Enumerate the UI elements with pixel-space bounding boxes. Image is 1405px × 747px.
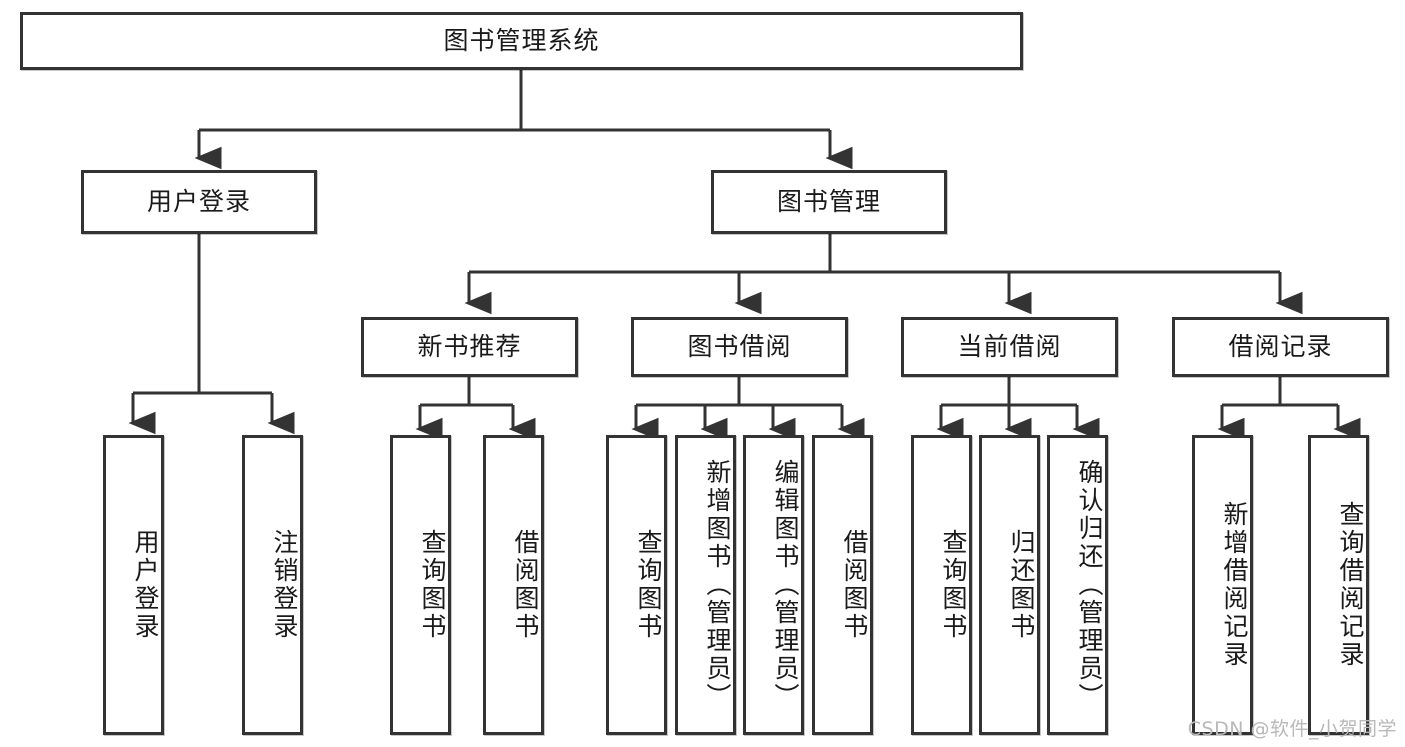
node-label: 借阅图书 xyxy=(840,529,869,641)
leaf-query-book-borrowing[interactable]: 查询图书 xyxy=(606,435,667,735)
node-label: 查询图书 xyxy=(418,529,447,641)
leaf-confirm-return-admin[interactable]: 确认归还（管理员） xyxy=(1047,435,1108,735)
node-label: 查询图书 xyxy=(939,529,968,641)
node-root-book-management-system[interactable]: 图书管理系统 xyxy=(20,12,1023,70)
leaf-query-book-recommendation[interactable]: 查询图书 xyxy=(390,435,451,735)
csdn-watermark: CSDN @软件_小贺同学 xyxy=(1187,718,1397,740)
node-label: 图书管理 xyxy=(776,187,881,216)
node-label: 当前借阅 xyxy=(957,332,1062,361)
node-label: 用户登录 xyxy=(131,529,160,641)
node-label: 新增图书（管理员） xyxy=(703,459,732,711)
node-label: 新书推荐 xyxy=(417,332,522,361)
node-label: 注销登录 xyxy=(270,529,299,641)
leaf-borrow-book[interactable]: 借阅图书 xyxy=(812,435,873,735)
node-user-login[interactable]: 用户登录 xyxy=(81,170,317,234)
node-label: 借阅记录 xyxy=(1228,332,1333,361)
leaf-add-borrow-record[interactable]: 新增借阅记录 xyxy=(1192,435,1253,735)
node-label: 图书管理系统 xyxy=(443,26,600,55)
node-book-management[interactable]: 图书管理 xyxy=(711,170,947,234)
node-label: 查询图书 xyxy=(634,529,663,641)
leaf-query-book-current[interactable]: 查询图书 xyxy=(911,435,972,735)
node-label: 图书借阅 xyxy=(687,332,792,361)
node-borrowing-records[interactable]: 借阅记录 xyxy=(1172,317,1389,377)
node-label: 新增借阅记录 xyxy=(1220,501,1249,669)
node-current-borrowing[interactable]: 当前借阅 xyxy=(901,317,1118,377)
node-label: 查询借阅记录 xyxy=(1336,501,1365,669)
node-label: 用户登录 xyxy=(146,187,251,216)
node-label: 编辑图书（管理员） xyxy=(771,459,800,711)
node-new-book-recommendation[interactable]: 新书推荐 xyxy=(361,317,578,377)
leaf-user-login[interactable]: 用户登录 xyxy=(103,435,164,735)
leaf-query-borrow-record[interactable]: 查询借阅记录 xyxy=(1308,435,1369,735)
node-label: 借阅图书 xyxy=(511,529,540,641)
node-label: 确认归还（管理员） xyxy=(1075,459,1104,711)
leaf-edit-book-admin[interactable]: 编辑图书（管理员） xyxy=(743,435,804,735)
leaf-borrow-book-recommendation[interactable]: 借阅图书 xyxy=(483,435,544,735)
node-label: 归还图书 xyxy=(1007,529,1036,641)
leaf-add-book-admin[interactable]: 新增图书（管理员） xyxy=(675,435,736,735)
node-book-borrowing[interactable]: 图书借阅 xyxy=(631,317,848,377)
leaf-return-book[interactable]: 归还图书 xyxy=(979,435,1040,735)
leaf-logout[interactable]: 注销登录 xyxy=(242,435,303,735)
